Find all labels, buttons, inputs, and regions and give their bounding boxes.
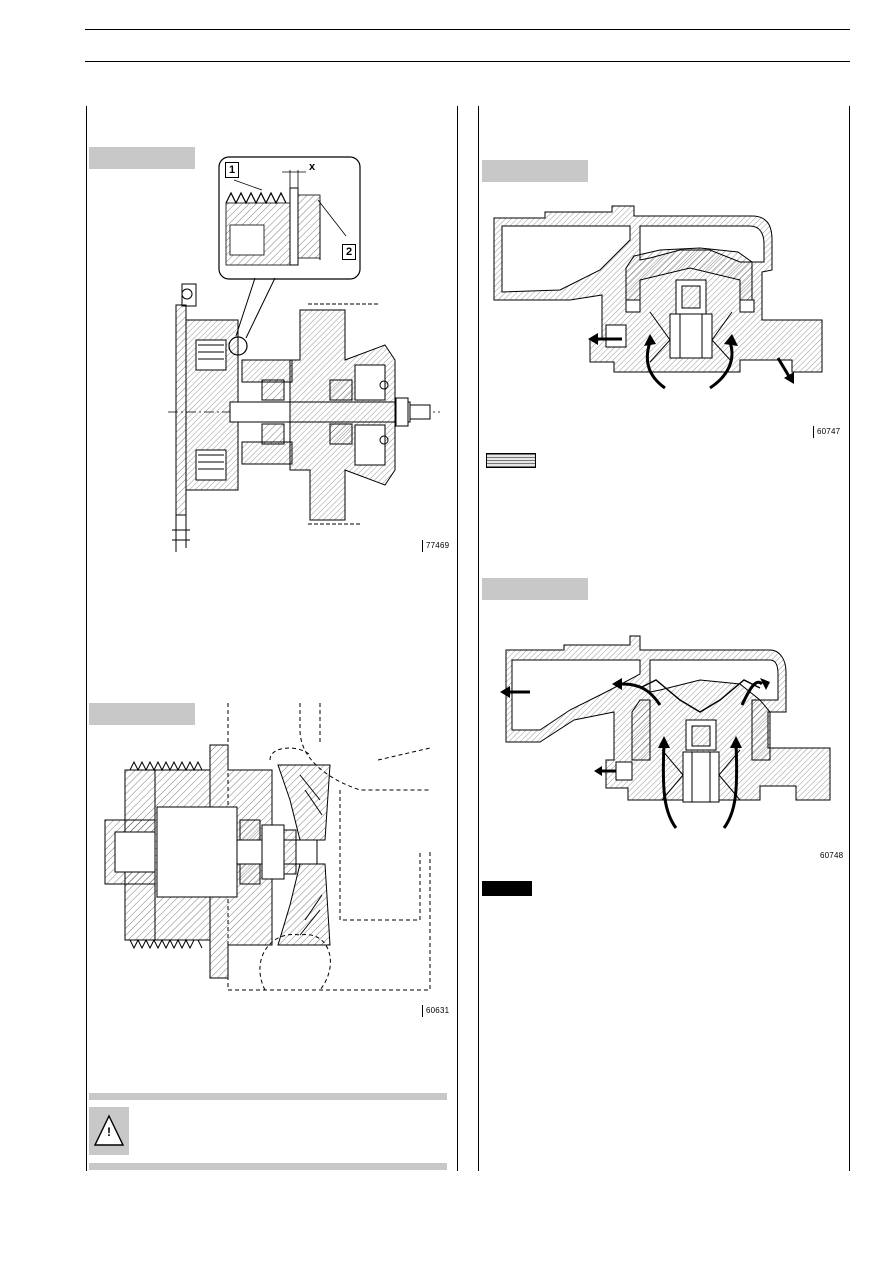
figure-tab-1 — [89, 147, 195, 169]
callout-2-box: 2 — [342, 244, 356, 260]
header-rule-bottom — [85, 61, 850, 62]
right-column-border — [849, 106, 850, 1171]
figure-2-code: 60631 — [422, 1005, 449, 1017]
callout-x-label: x — [309, 161, 316, 173]
callout-2-label: 2 — [345, 246, 353, 258]
left-column-border — [86, 106, 87, 1171]
callout-1-box: 1 — [225, 162, 239, 178]
callout-1-label: 1 — [228, 164, 236, 176]
hatched-key — [486, 453, 536, 468]
warning-bar-bottom — [89, 1163, 447, 1170]
warning-icon — [93, 1114, 125, 1146]
warning-bar-top — [89, 1093, 447, 1100]
column-divider-right — [478, 106, 479, 1171]
figure-tab-3 — [482, 160, 588, 182]
column-divider-left — [457, 106, 458, 1171]
note-tab — [482, 881, 532, 896]
figure-4-code: 60748 — [820, 851, 844, 860]
figure-1-code: 77469 — [422, 540, 449, 552]
figure-tab-4 — [482, 578, 588, 600]
header-rule-top — [85, 29, 850, 30]
figure-tab-2 — [89, 703, 195, 725]
warning-icon-box: ! — [89, 1107, 129, 1155]
warning-symbol: ! — [107, 1125, 111, 1139]
figure-3-code: 60747 — [813, 426, 840, 438]
